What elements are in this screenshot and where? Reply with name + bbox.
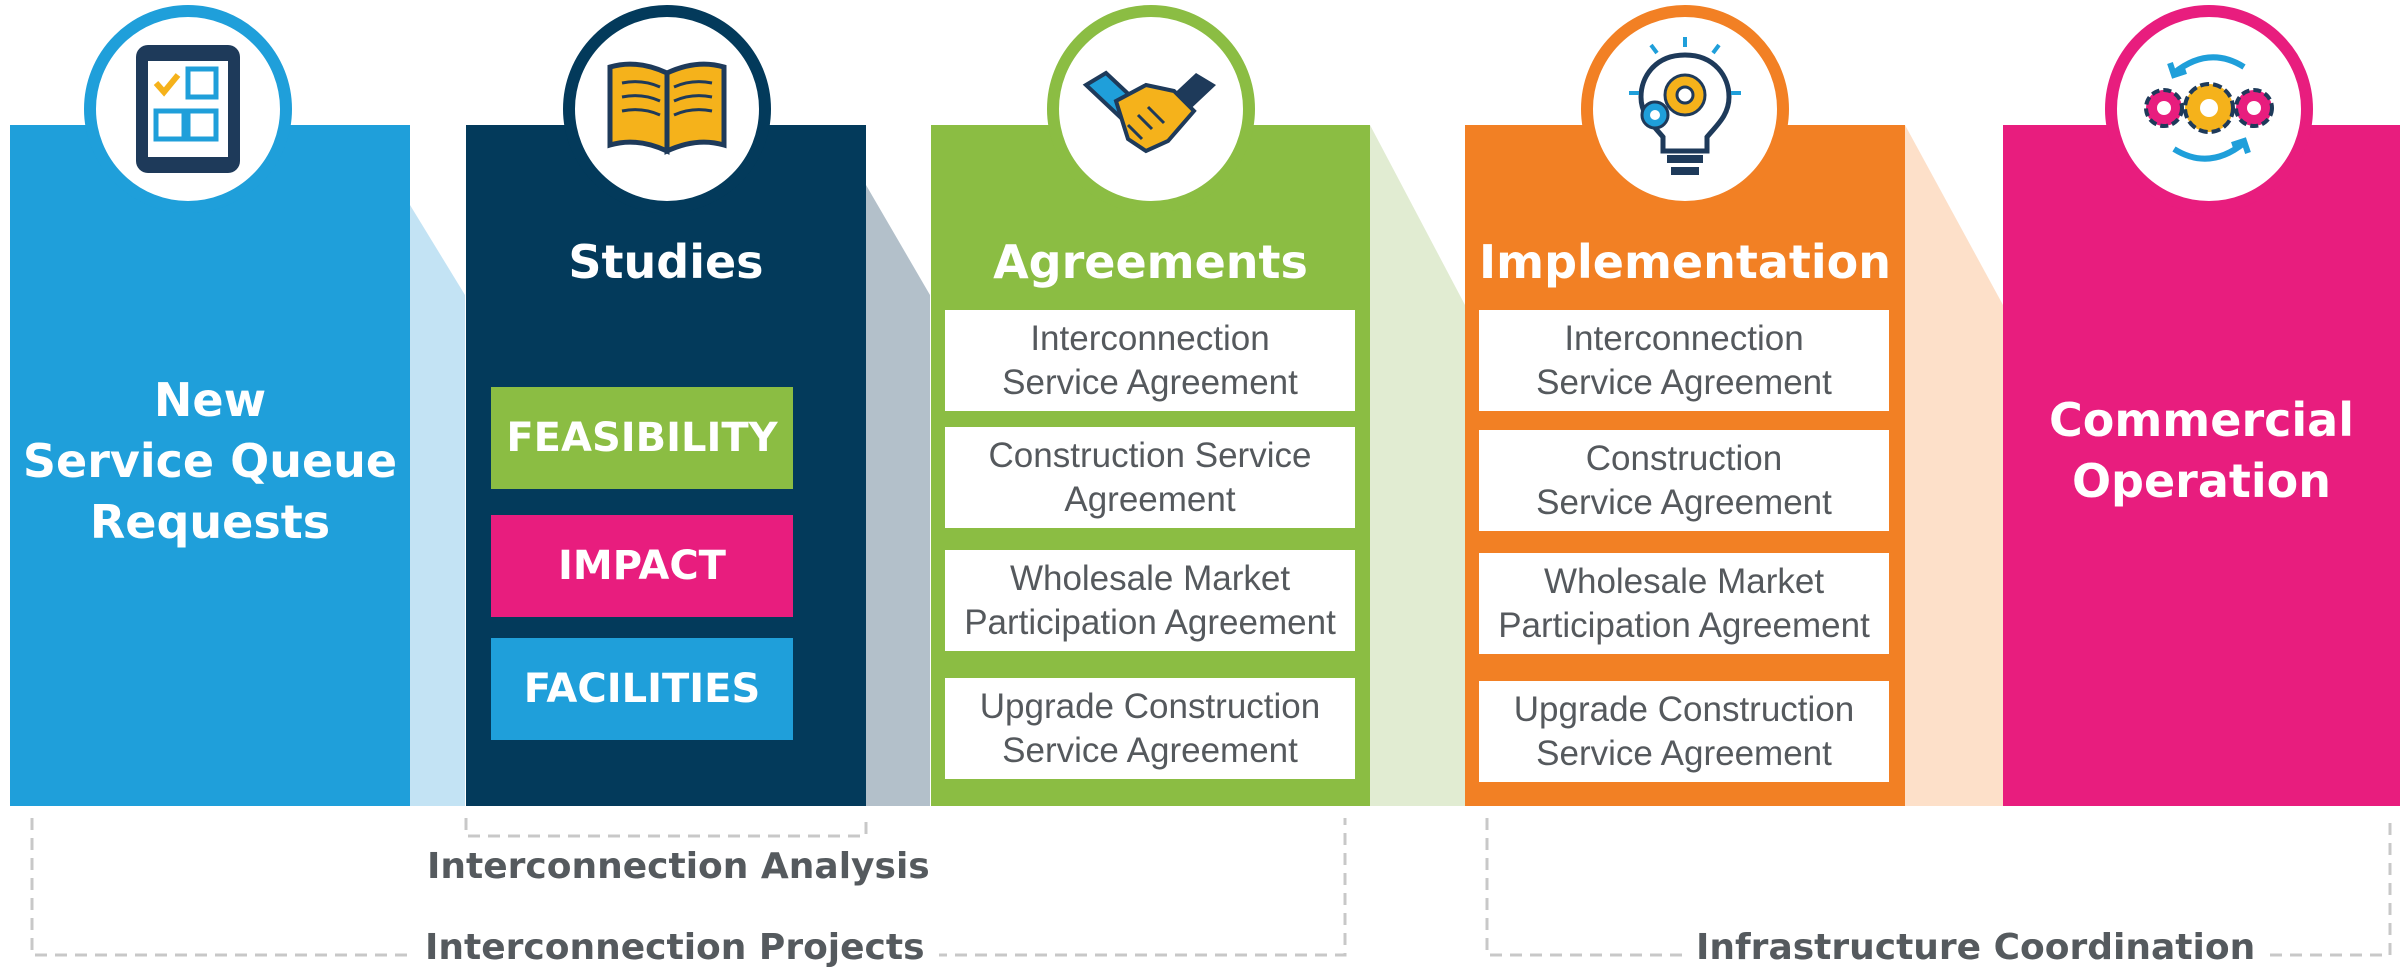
agreement-item: Wholesale Market Participation Agreement xyxy=(945,550,1355,651)
bracket-analysis xyxy=(464,818,868,838)
gears-cycle-icon xyxy=(2144,54,2274,162)
stage-new-service: New Service Queue Requests xyxy=(10,125,410,806)
connector-4 xyxy=(1905,125,2003,806)
stage-title: New Service Queue Requests xyxy=(22,373,398,549)
stage-title: Commercial Operation xyxy=(2049,393,2354,508)
checklist-tablet-icon xyxy=(136,45,240,173)
connector-3 xyxy=(1370,125,1465,806)
agreement-item: Interconnection Service Agreement xyxy=(945,310,1355,411)
stage-commercial: Commercial Operation xyxy=(2003,125,2400,806)
handshake-icon xyxy=(1082,70,1216,154)
stage-studies: Studies FEASIBILITY IMPACT FACILITIES xyxy=(466,125,866,806)
agreement-item: Construction Service Agreement xyxy=(945,427,1355,528)
icon-circle-new-service xyxy=(84,5,292,213)
stage-title: Implementation xyxy=(1479,235,1891,289)
lightbulb-gears-icon xyxy=(1629,37,1741,175)
stage-implementation: Implementation Interconnection Service A… xyxy=(1465,125,1905,806)
implementation-item: Construction Service Agreement xyxy=(1479,430,1889,531)
study-impact: IMPACT xyxy=(491,515,793,617)
open-book-icon xyxy=(607,61,727,155)
implementation-item: Wholesale Market Participation Agreement xyxy=(1479,553,1889,654)
study-facilities: FACILITIES xyxy=(491,638,793,740)
stage-title: Agreements xyxy=(993,235,1308,289)
bracket-projects xyxy=(30,818,1347,957)
stage-title: Studies xyxy=(568,235,764,289)
implementation-item: Upgrade Construction Service Agreement xyxy=(1479,681,1889,782)
connector-2 xyxy=(866,185,930,806)
agreement-item: Upgrade Construction Service Agreement xyxy=(945,678,1355,779)
connector-1 xyxy=(410,205,465,806)
stage-agreements: Agreements Interconnection Service Agree… xyxy=(931,125,1370,806)
group-label-projects: Interconnection Projects xyxy=(411,927,939,968)
group-label-coordination: Infrastructure Coordination xyxy=(1682,927,2270,968)
implementation-item: Interconnection Service Agreement xyxy=(1479,310,1889,411)
group-label-analysis: Interconnection Analysis xyxy=(413,846,944,887)
study-feasibility: FEASIBILITY xyxy=(491,387,793,489)
